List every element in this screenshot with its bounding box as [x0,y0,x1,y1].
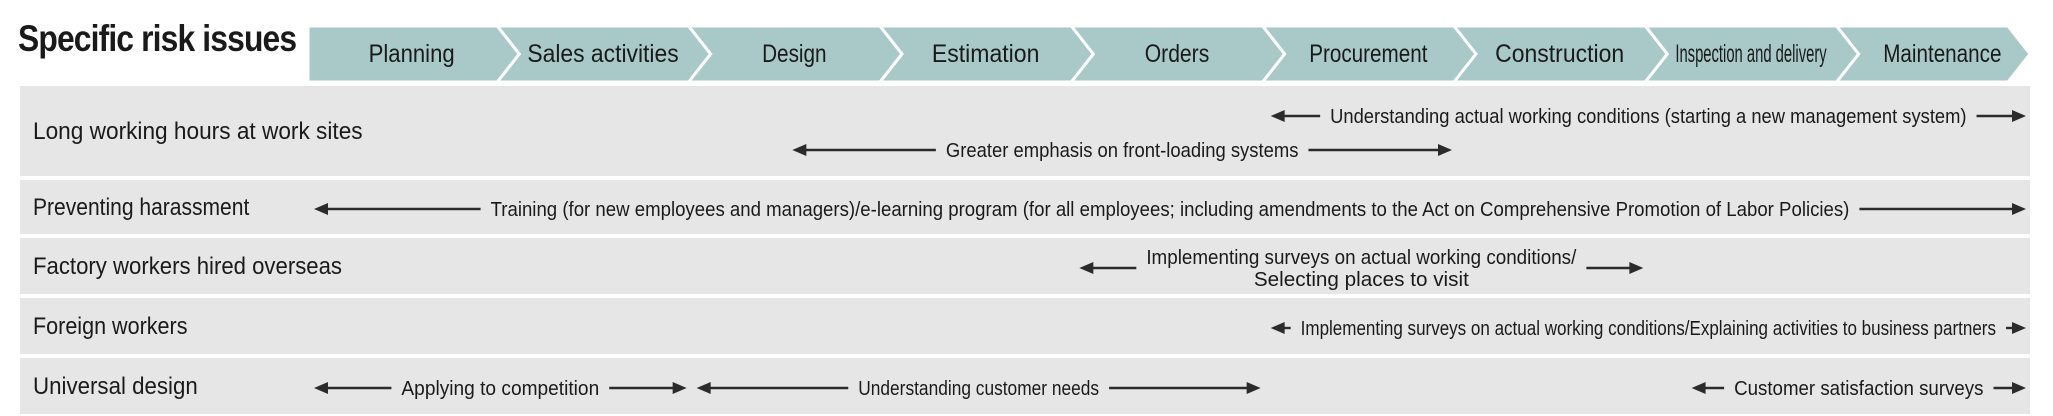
phase-chevron [1833,24,2032,84]
arrow-label: Selecting places to visit [1254,269,1469,291]
arrow-label: Training (for new employees and managers… [491,199,1850,221]
arrow-head-right [672,382,687,394]
arrow-label: Implementing surveys on actual working c… [1146,247,1576,269]
arrow-head-left [314,382,328,394]
arrow-label: Implementing surveys on actual working c… [1301,318,1996,340]
phase-label: Orders [1145,40,1210,68]
arrow-head-left [1270,322,1285,334]
arrow-label: Greater emphasis on front-loading system… [946,140,1299,162]
diagram-title: Specific risk issues [18,18,297,59]
arrow-head-right [1438,144,1452,156]
arrow-head-right [2012,382,2026,394]
row-background [20,358,2030,414]
arrow-head-right [2012,110,2026,122]
arrow-head-right [2012,203,2026,215]
phase-label: Inspection and delivery [1675,40,1827,68]
row-label: Factory workers hired overseas [33,253,342,280]
arrow-label: Customer satisfaction surveys [1734,378,1983,400]
arrow-head-left [696,382,711,394]
phase-label: Construction [1495,40,1624,68]
arrow-head-left [314,203,328,215]
arrow-head-right [1629,262,1644,274]
phase-label: Sales activities [527,40,678,68]
arrow-label: Applying to competition [401,378,599,400]
phase-label: Estimation [932,40,1040,68]
row-background [20,298,2030,354]
phase-label: Maintenance [1883,40,2001,68]
phase-label: Design [762,40,827,68]
row-label: Preventing harassment [33,194,250,221]
row-label: Foreign workers [33,313,188,340]
row-background [20,86,2030,176]
arrow-head-left [1691,382,1706,394]
row-label: Long working hours at work sites [33,118,363,145]
arrow-head-left [1270,110,1285,122]
row-background [20,238,2030,294]
arrow-head-left [792,144,807,156]
arrow-head-right [2012,322,2026,334]
arrow-head-left [1079,262,1094,274]
row-background [20,180,2030,234]
arrow-head-right [1246,382,1261,394]
arrow-label: Understanding actual working conditions … [1330,106,1966,128]
row-label: Universal design [33,373,198,400]
phase-label: Planning [369,40,455,68]
arrow-label: Understanding customer needs [858,378,1099,400]
phase-label: Procurement [1309,40,1427,68]
